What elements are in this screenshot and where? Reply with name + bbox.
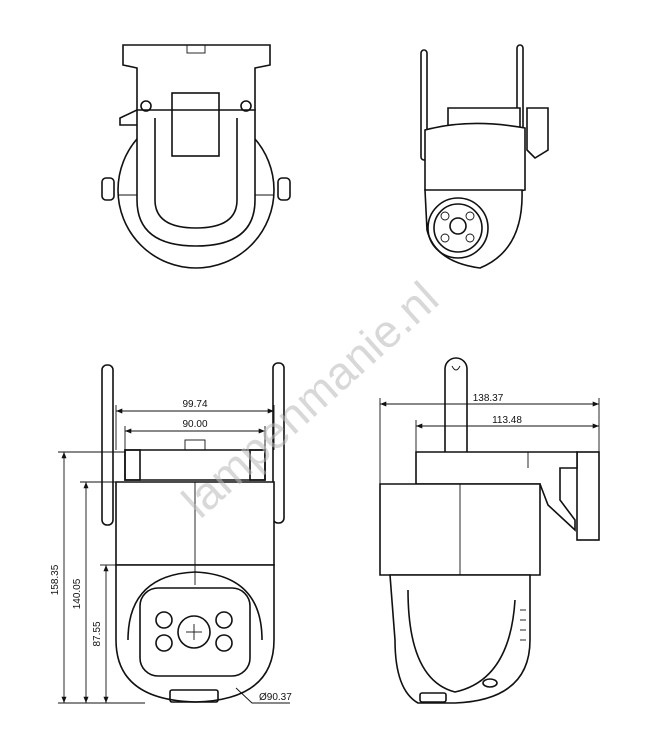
top-view [101,44,291,269]
dim-head-diameter-label: Ø90.37 [259,692,292,703]
front-dimensions [58,405,290,704]
front-view [101,362,285,703]
iso-view [420,44,549,269]
dim-side-inner-label: 113.48 [492,415,522,426]
dim-overall-height-label: 158.35 [50,564,61,595]
side-dimensions [379,398,600,484]
dim-head-height-label: 87.55 [92,621,103,646]
dim-side-total-label: 138.37 [473,393,504,404]
dim-inner-width-label: 90.00 [182,419,207,430]
dim-total-width-label: 99.74 [182,399,207,410]
side-view [379,357,600,704]
dim-body-height-label: 140.05 [72,578,83,609]
